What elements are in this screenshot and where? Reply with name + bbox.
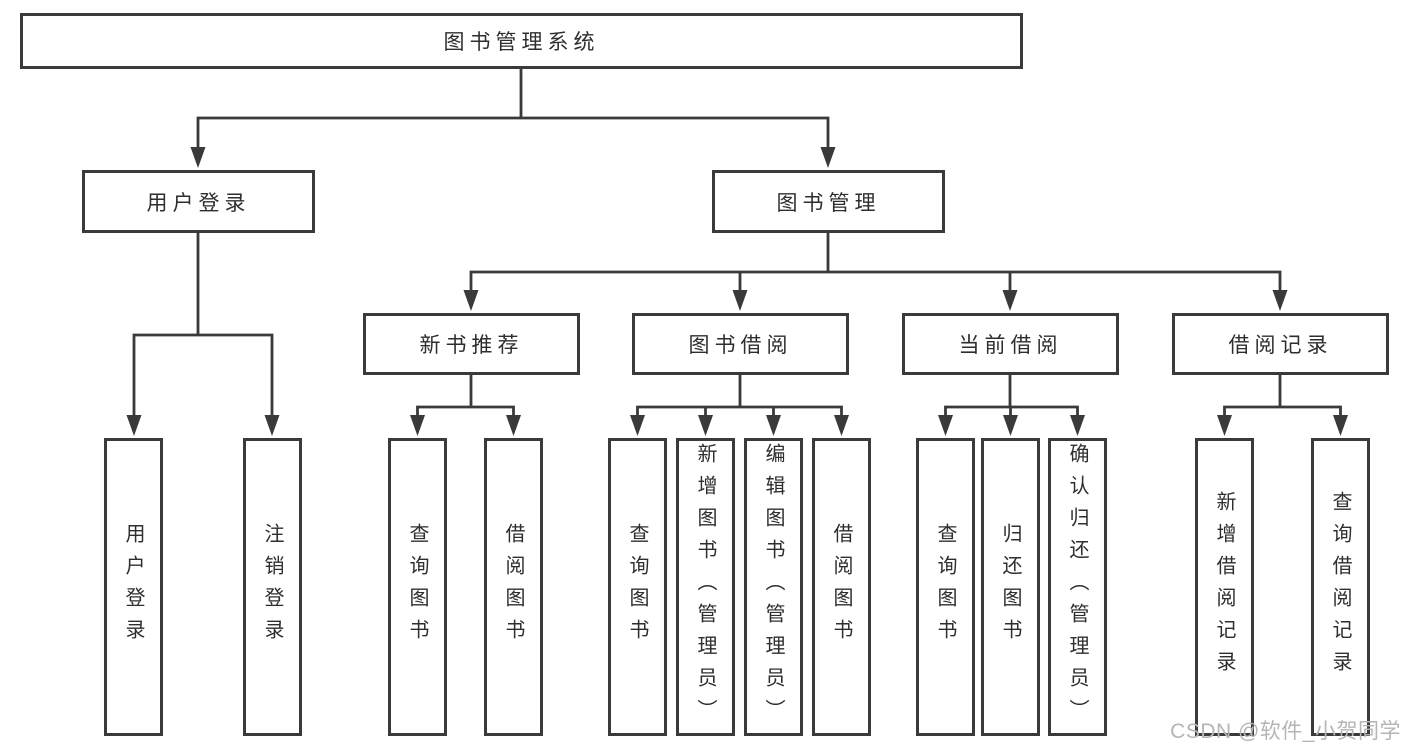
node-leaf-add-book-admin: 新增图书（管理员） [676, 438, 735, 736]
node-leaf-query-books-borrow: 查询图书 [608, 438, 667, 736]
node-label: 图书管理 [776, 191, 881, 215]
connector-new-book-recommendation-to-leaves [410, 373, 521, 436]
node-user-login: 用户登录 [82, 170, 315, 233]
node-label: 新增借阅记录 [1213, 491, 1235, 683]
csdn-watermark: CSDN @软件_小贺同学 [1170, 720, 1401, 743]
node-label: 查询借阅记录 [1329, 491, 1351, 683]
node-leaf-user-login: 用户登录 [104, 438, 163, 736]
node-label: 图书借阅 [688, 334, 793, 357]
node-leaf-borrow-books-recommend: 借阅图书 [484, 438, 543, 736]
node-label: 图书管理系统 [443, 31, 600, 54]
node-label: 借阅图书 [502, 523, 524, 651]
node-book-management: 图书管理 [712, 170, 945, 233]
node-label: 查询图书 [406, 523, 428, 651]
node-label: 当前借阅 [958, 334, 1063, 357]
node-leaf-add-borrow-record: 新增借阅记录 [1195, 438, 1254, 736]
node-leaf-edit-book-admin: 编辑图书（管理员） [744, 438, 803, 736]
node-current-borrowing: 当前借阅 [902, 313, 1119, 375]
connector-book-borrowing-to-leaves [630, 373, 849, 436]
connector-borrowing-records-to-leaves [1217, 373, 1348, 436]
connector-user-login-to-leaves [126, 231, 280, 436]
node-label: 归还图书 [999, 523, 1021, 651]
node-label: 新书推荐 [419, 334, 524, 357]
node-system-root: 图书管理系统 [20, 13, 1023, 69]
node-label: 编辑图书（管理员） [762, 443, 784, 731]
node-label: 用户登录 [122, 523, 144, 651]
connector-current-borrowing-to-leaves [938, 373, 1085, 436]
node-leaf-return-book: 归还图书 [981, 438, 1040, 736]
node-leaf-query-borrow-record: 查询借阅记录 [1311, 438, 1370, 736]
node-leaf-confirm-return-admin: 确认归还（管理员） [1048, 438, 1107, 736]
node-label: 用户登录 [146, 191, 251, 215]
node-label: 注销登录 [261, 523, 283, 651]
connector-book-management-to-level3 [463, 231, 1288, 311]
node-leaf-borrow-books: 借阅图书 [812, 438, 871, 736]
node-label: 查询图书 [934, 523, 956, 651]
node-borrowing-records: 借阅记录 [1172, 313, 1389, 375]
node-label: 借阅记录 [1228, 334, 1333, 357]
node-book-borrowing: 图书借阅 [632, 313, 849, 375]
node-leaf-query-books-recommend: 查询图书 [388, 438, 447, 736]
node-leaf-logout: 注销登录 [243, 438, 302, 736]
node-label: 新增图书（管理员） [694, 443, 716, 731]
node-leaf-query-books-current: 查询图书 [916, 438, 975, 736]
connector-root-to-level2 [190, 67, 836, 168]
node-label: 查询图书 [626, 523, 648, 651]
node-label: 确认归还（管理员） [1066, 443, 1088, 731]
node-new-book-recommendation: 新书推荐 [363, 313, 580, 375]
node-label: 借阅图书 [830, 523, 852, 651]
